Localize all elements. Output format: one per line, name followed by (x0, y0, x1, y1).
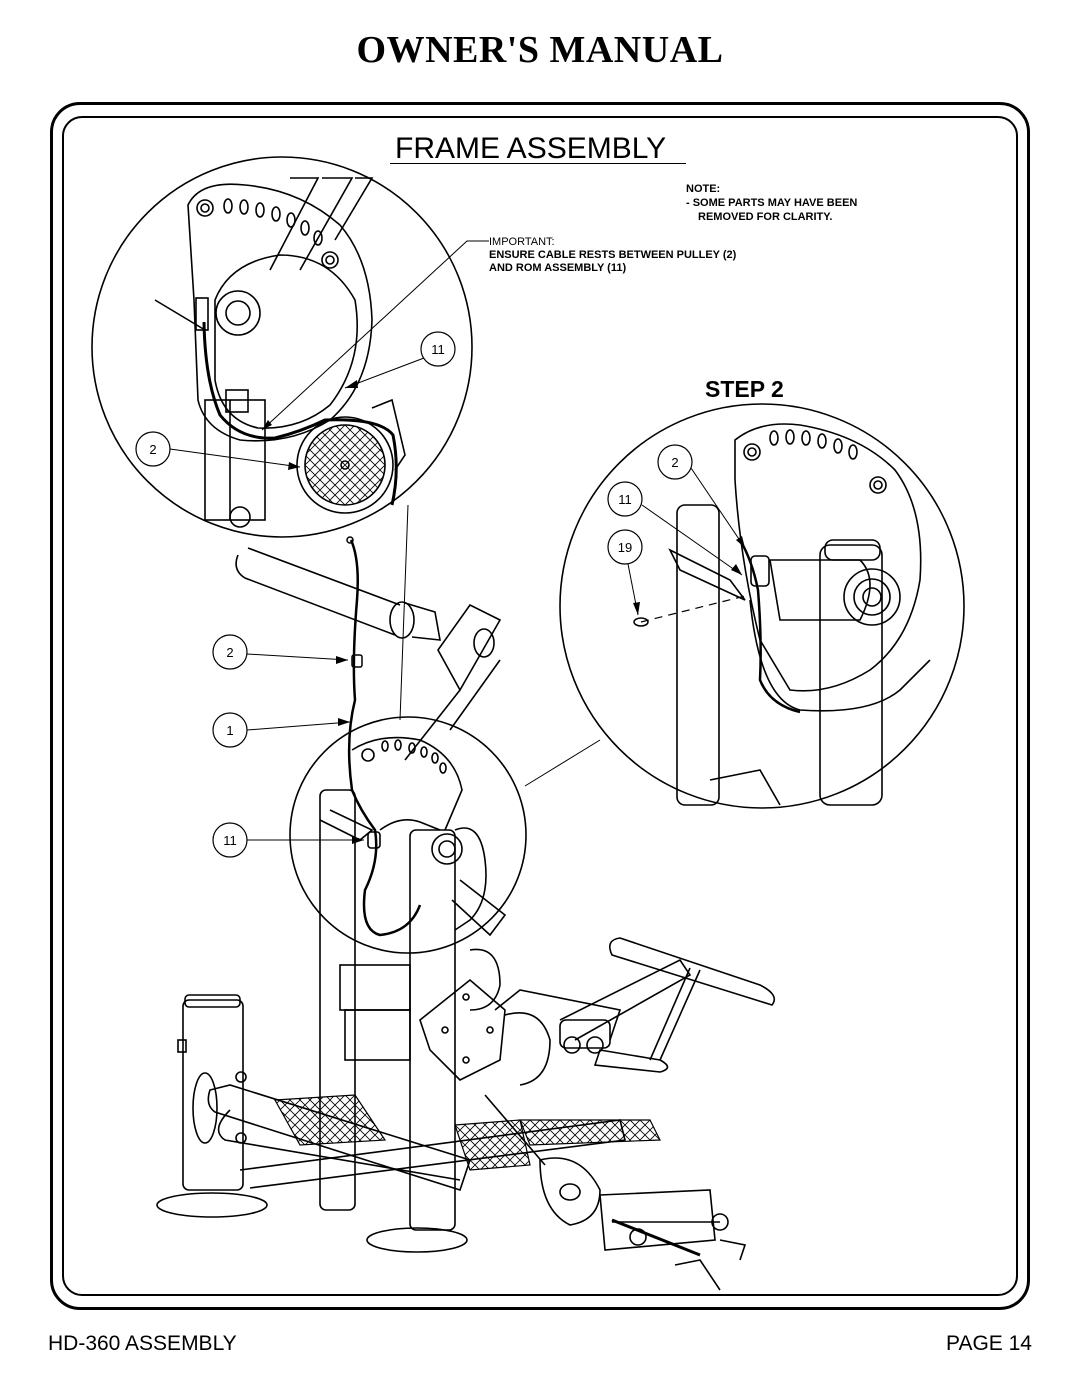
section-title-underline (390, 163, 686, 164)
top-detail-circle (91, 156, 473, 538)
callout-11-right: 11 (618, 492, 632, 507)
callout-11-main: 11 (223, 833, 237, 848)
callout-2-main: 2 (226, 645, 233, 660)
right-detail-circle (559, 403, 965, 809)
important-block: IMPORTANT: ENSURE CABLE RESTS BETWEEN PU… (489, 236, 736, 275)
important-line-2: AND ROM ASSEMBLY (11) (489, 262, 627, 274)
note-line-1: - SOME PARTS MAY HAVE BEEN (686, 197, 858, 209)
important-line-1: ENSURE CABLE RESTS BETWEEN PULLEY (2) (489, 249, 737, 261)
machine-body (156, 547, 776, 1291)
callout-2-top: 2 (149, 442, 156, 457)
note-heading: NOTE: (686, 183, 721, 195)
step-label: STEP 2 (705, 376, 784, 402)
page-title: OWNER'S MANUAL (356, 29, 724, 71)
footer-page-number: PAGE 14 (946, 1332, 1032, 1355)
footer-model-label: HD-360 ASSEMBLY (48, 1332, 237, 1355)
note-line-2: REMOVED FOR CLARITY. (698, 211, 833, 223)
callout-2-right: 2 (671, 455, 678, 470)
note-block: NOTE: - SOME PARTS MAY HAVE BEEN REMOVED… (686, 182, 857, 224)
important-heading: IMPORTANT: (489, 236, 555, 248)
callout-11-top: 11 (431, 342, 445, 357)
callout-1-main: 1 (226, 723, 233, 738)
section-title: FRAME ASSEMBLY (395, 132, 667, 165)
diagram-frame-inner (62, 116, 1018, 1296)
callout-19-right: 19 (618, 540, 632, 555)
diagram-frame-outer (50, 102, 1030, 1310)
